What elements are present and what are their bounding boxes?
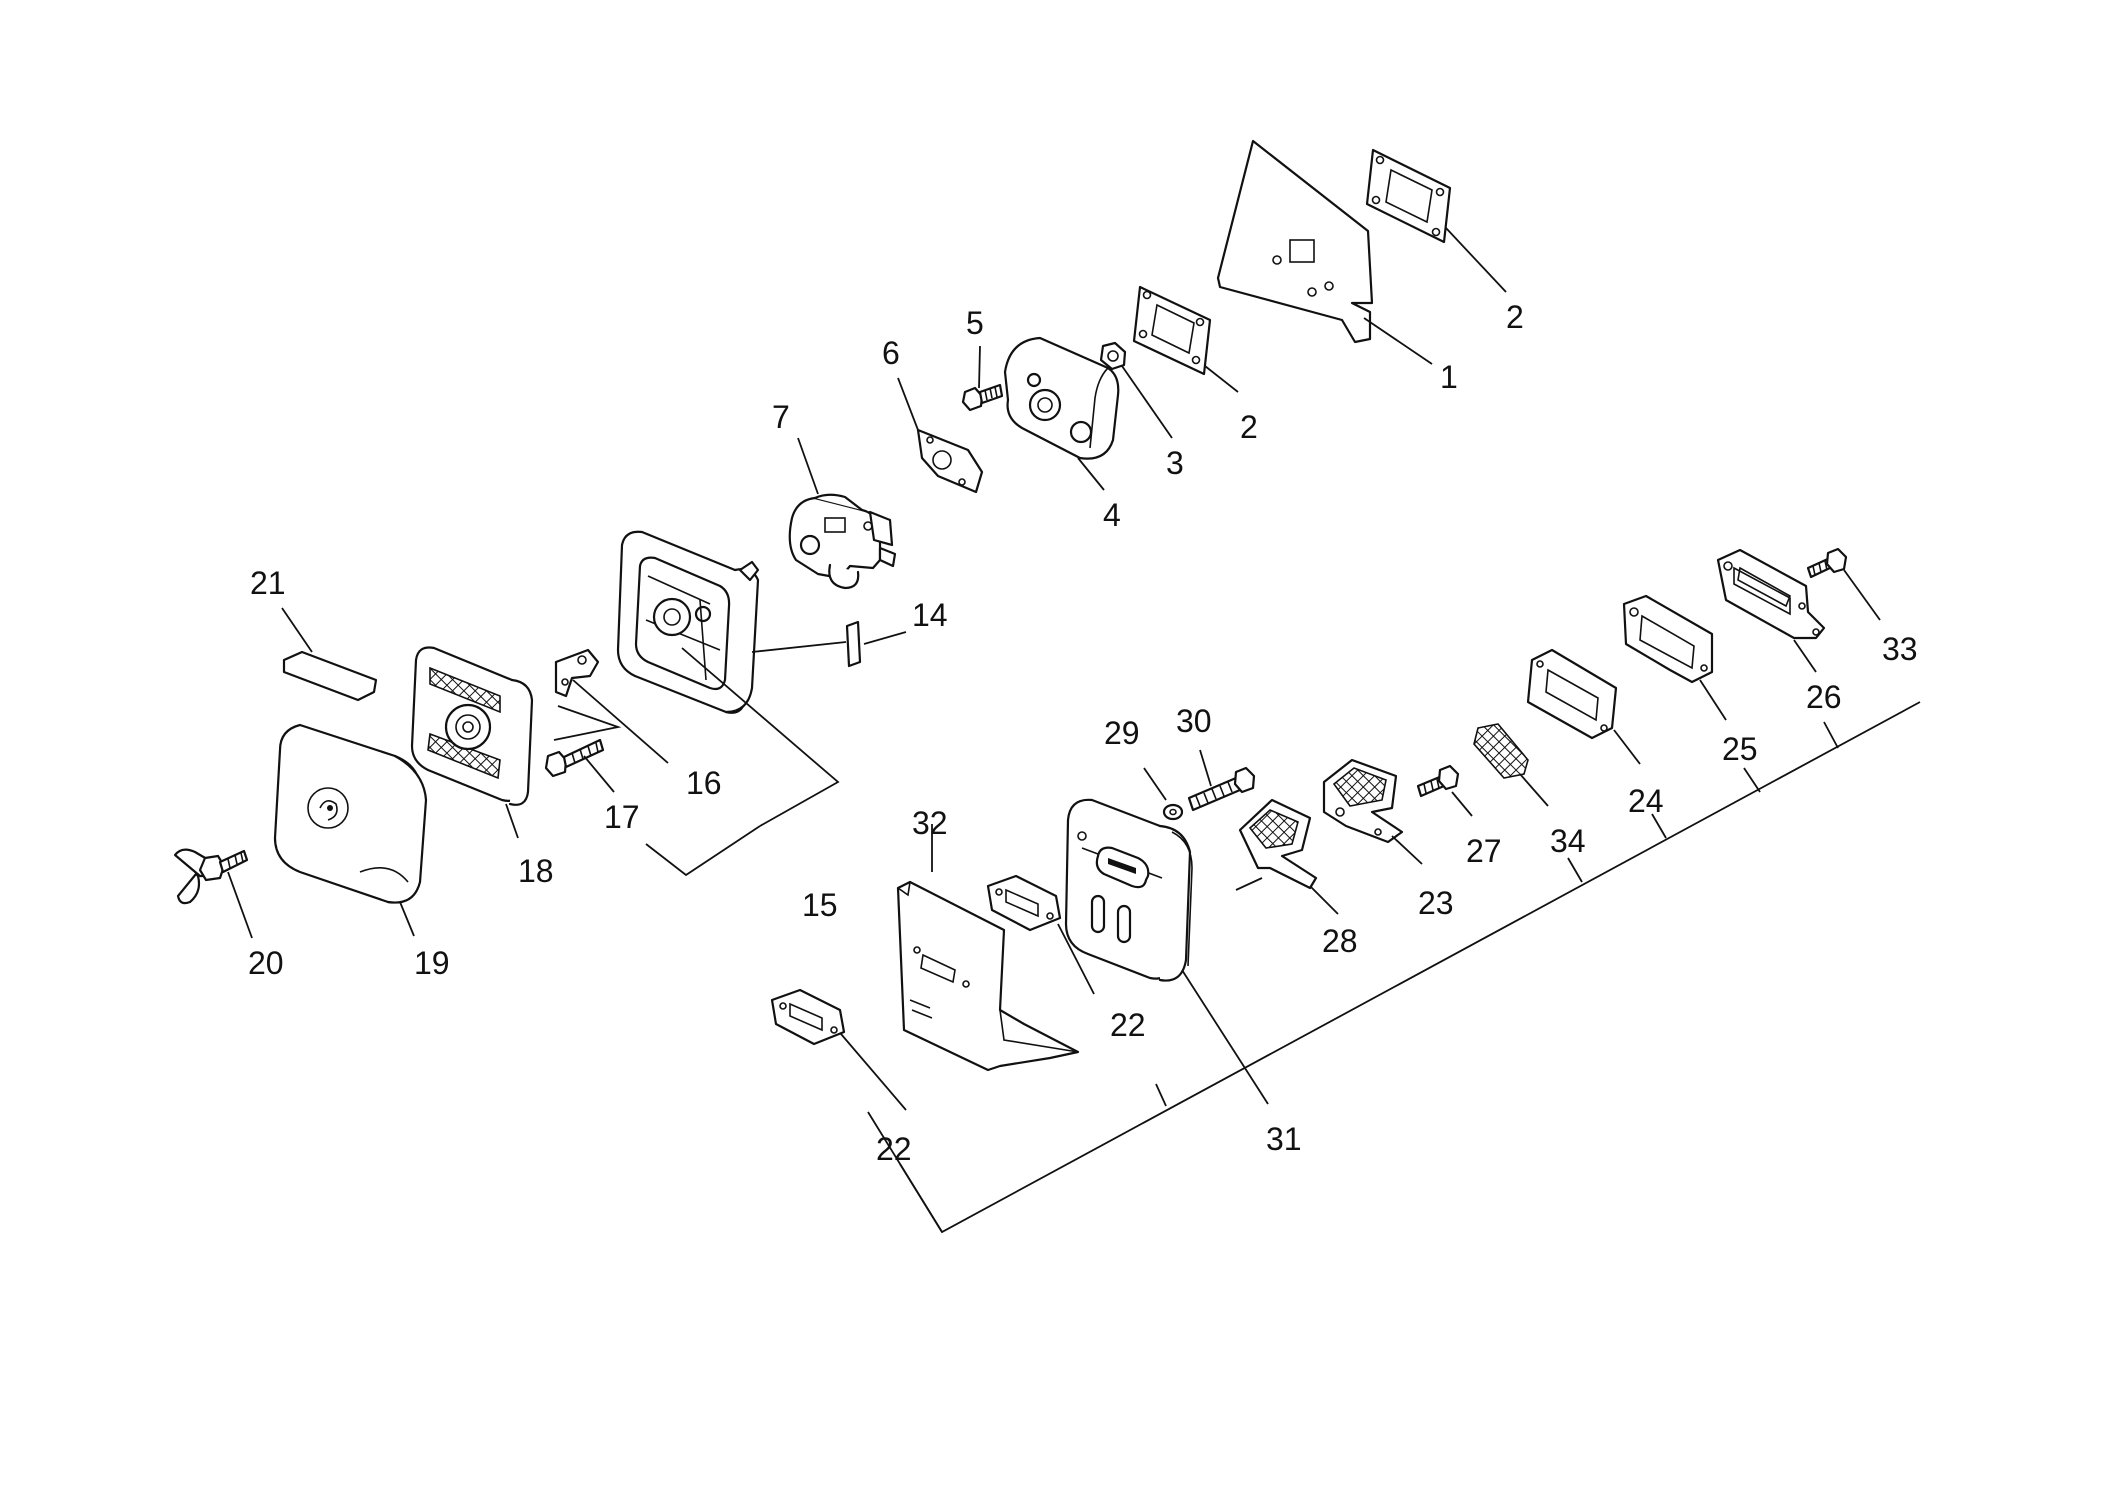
callout-34: 34 bbox=[1550, 823, 1586, 859]
callout-19: 19 bbox=[414, 945, 450, 981]
callout-32: 32 bbox=[912, 805, 948, 841]
callout-29: 29 bbox=[1104, 715, 1140, 751]
callout-5: 5 bbox=[966, 305, 984, 341]
callout-26: 26 bbox=[1806, 679, 1842, 715]
part-17-screw[interactable] bbox=[544, 738, 605, 778]
callout-22-lower: 22 bbox=[876, 1131, 912, 1167]
part-18-air-filter[interactable] bbox=[410, 646, 534, 806]
part-22-gasket-lower[interactable] bbox=[770, 988, 846, 1046]
part-25-gasket[interactable] bbox=[1622, 594, 1714, 684]
callout-2-top: 2 bbox=[1506, 299, 1524, 335]
callout-18: 18 bbox=[518, 853, 554, 889]
part-16-choke-plate[interactable] bbox=[554, 648, 600, 698]
callout-24: 24 bbox=[1628, 783, 1664, 819]
part-3-nut[interactable] bbox=[1099, 341, 1127, 371]
callout-7: 7 bbox=[772, 399, 790, 435]
part-34-mesh-screen[interactable] bbox=[1473, 723, 1529, 779]
callout-22-upper: 22 bbox=[1110, 1007, 1146, 1043]
callout-16: 16 bbox=[686, 765, 722, 801]
part-31-muffler[interactable] bbox=[1064, 798, 1193, 982]
part-27-screw[interactable] bbox=[1416, 764, 1460, 798]
part-23-spark-arrester[interactable] bbox=[1322, 758, 1404, 844]
callout-30: 30 bbox=[1176, 703, 1212, 739]
part-2-gasket-middle[interactable] bbox=[1132, 285, 1212, 376]
callout-17: 17 bbox=[604, 799, 640, 835]
callout-23: 23 bbox=[1418, 885, 1454, 921]
part-29-washer[interactable] bbox=[1162, 803, 1184, 821]
leader-lines bbox=[227, 227, 1921, 1234]
part-22-gasket-upper[interactable] bbox=[986, 874, 1062, 932]
part-24-gasket[interactable] bbox=[1526, 648, 1618, 740]
callout-21: 21 bbox=[250, 565, 286, 601]
callout-3: 3 bbox=[1166, 445, 1184, 481]
callout-20: 20 bbox=[248, 945, 284, 981]
callout-14: 14 bbox=[912, 597, 948, 633]
callout-27: 27 bbox=[1466, 833, 1502, 869]
part-21-label[interactable] bbox=[282, 650, 378, 702]
part-7-carburetor[interactable] bbox=[788, 493, 897, 590]
part-14-label[interactable] bbox=[845, 620, 862, 668]
callout-2-middle: 2 bbox=[1240, 409, 1258, 445]
part-5-bolt[interactable] bbox=[961, 383, 1004, 412]
part-26-cover-plate[interactable] bbox=[1716, 548, 1826, 640]
callout-15: 15 bbox=[802, 887, 838, 923]
part-28-spark-bracket[interactable] bbox=[1235, 798, 1318, 891]
part-15-air-cleaner-case[interactable] bbox=[616, 530, 760, 714]
callout-labels: 1 2 2 3 4 5 6 7 14 15 16 17 18 19 20 21 … bbox=[248, 299, 1918, 1167]
part-30-bolt[interactable] bbox=[1187, 766, 1256, 812]
part-20-wing-nut[interactable] bbox=[173, 848, 249, 905]
callout-28: 28 bbox=[1322, 923, 1358, 959]
part-32-muffler-plate[interactable] bbox=[896, 880, 1080, 1072]
part-33-bolt[interactable] bbox=[1806, 547, 1848, 579]
callout-4: 4 bbox=[1103, 497, 1121, 533]
part-1-heat-shield[interactable] bbox=[1216, 139, 1374, 344]
callout-33: 33 bbox=[1882, 631, 1918, 667]
callout-6: 6 bbox=[882, 335, 900, 371]
callout-25: 25 bbox=[1722, 731, 1758, 767]
part-4-insulator[interactable] bbox=[1003, 336, 1120, 460]
callout-31: 31 bbox=[1266, 1121, 1302, 1157]
part-19-air-cleaner-cover[interactable] bbox=[273, 723, 428, 904]
part-6-gasket[interactable] bbox=[916, 428, 984, 494]
part-2-gasket-upper[interactable] bbox=[1365, 148, 1452, 244]
callout-1: 1 bbox=[1440, 359, 1458, 395]
